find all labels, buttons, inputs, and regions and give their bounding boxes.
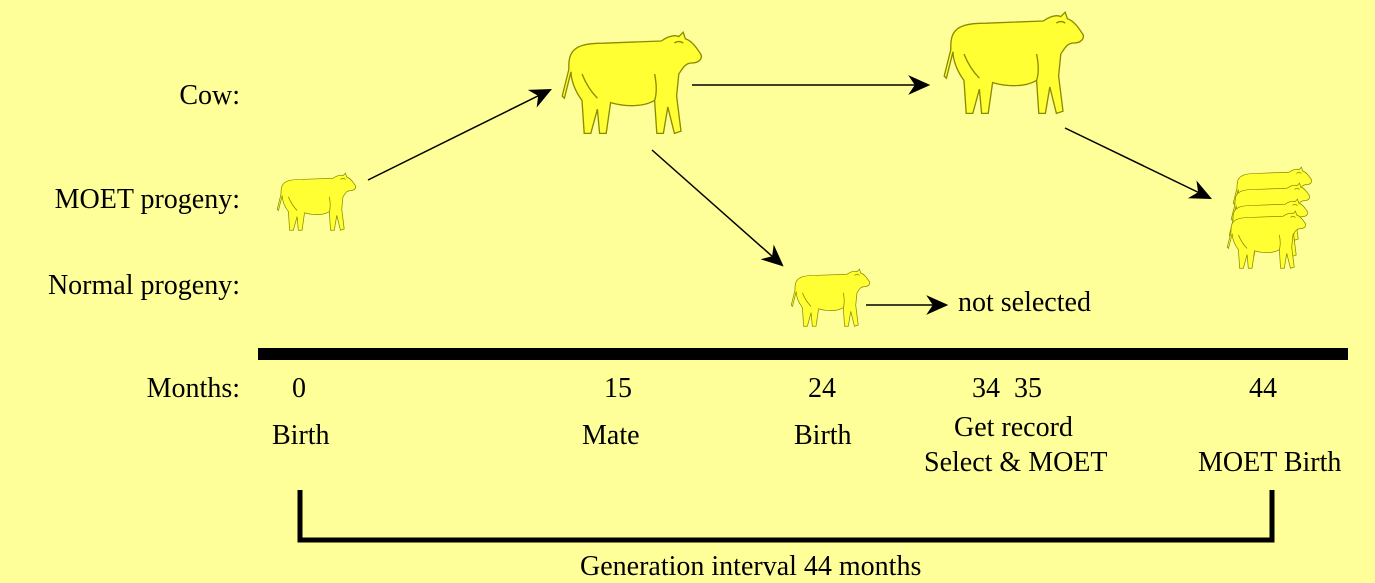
timeline-bar <box>258 348 1348 360</box>
month-value: 44 <box>1249 375 1277 403</box>
arrow-birth-to-mate <box>368 90 550 180</box>
event-label: Select & MOET <box>924 449 1108 477</box>
event-label: Birth <box>272 422 330 450</box>
cow-icon-mated-cow <box>562 32 701 133</box>
event-label: MOET Birth <box>1198 449 1341 477</box>
month-value: 34 35 <box>972 375 1042 403</box>
not-selected-label: not selected <box>958 289 1091 317</box>
cow-icon-moet-herd <box>1227 167 1311 268</box>
row-label-moet-progeny: MOET progeny: <box>0 186 240 214</box>
event-label: Mate <box>582 422 640 450</box>
month-value: 0 <box>292 375 306 403</box>
row-label-cow: Cow: <box>0 82 240 110</box>
row-label-normal-progeny: Normal progeny: <box>0 272 240 300</box>
generation-interval-label: Generation interval 44 months <box>580 553 921 581</box>
cow-icon-normal-progeny <box>791 269 869 326</box>
cow-icon-recorded-cow <box>944 12 1083 113</box>
event-label: Birth <box>794 422 852 450</box>
arrow-record-to-moet-progeny <box>1065 128 1210 198</box>
row-label-months: Months: <box>0 375 240 403</box>
month-value: 24 <box>808 375 836 403</box>
event-label: Get record <box>954 414 1073 442</box>
generation-bracket <box>300 490 1272 540</box>
cow-icon-calf-moet <box>277 173 355 230</box>
arrow-mate-to-normal-progeny <box>652 150 782 265</box>
month-value: 15 <box>604 375 632 403</box>
